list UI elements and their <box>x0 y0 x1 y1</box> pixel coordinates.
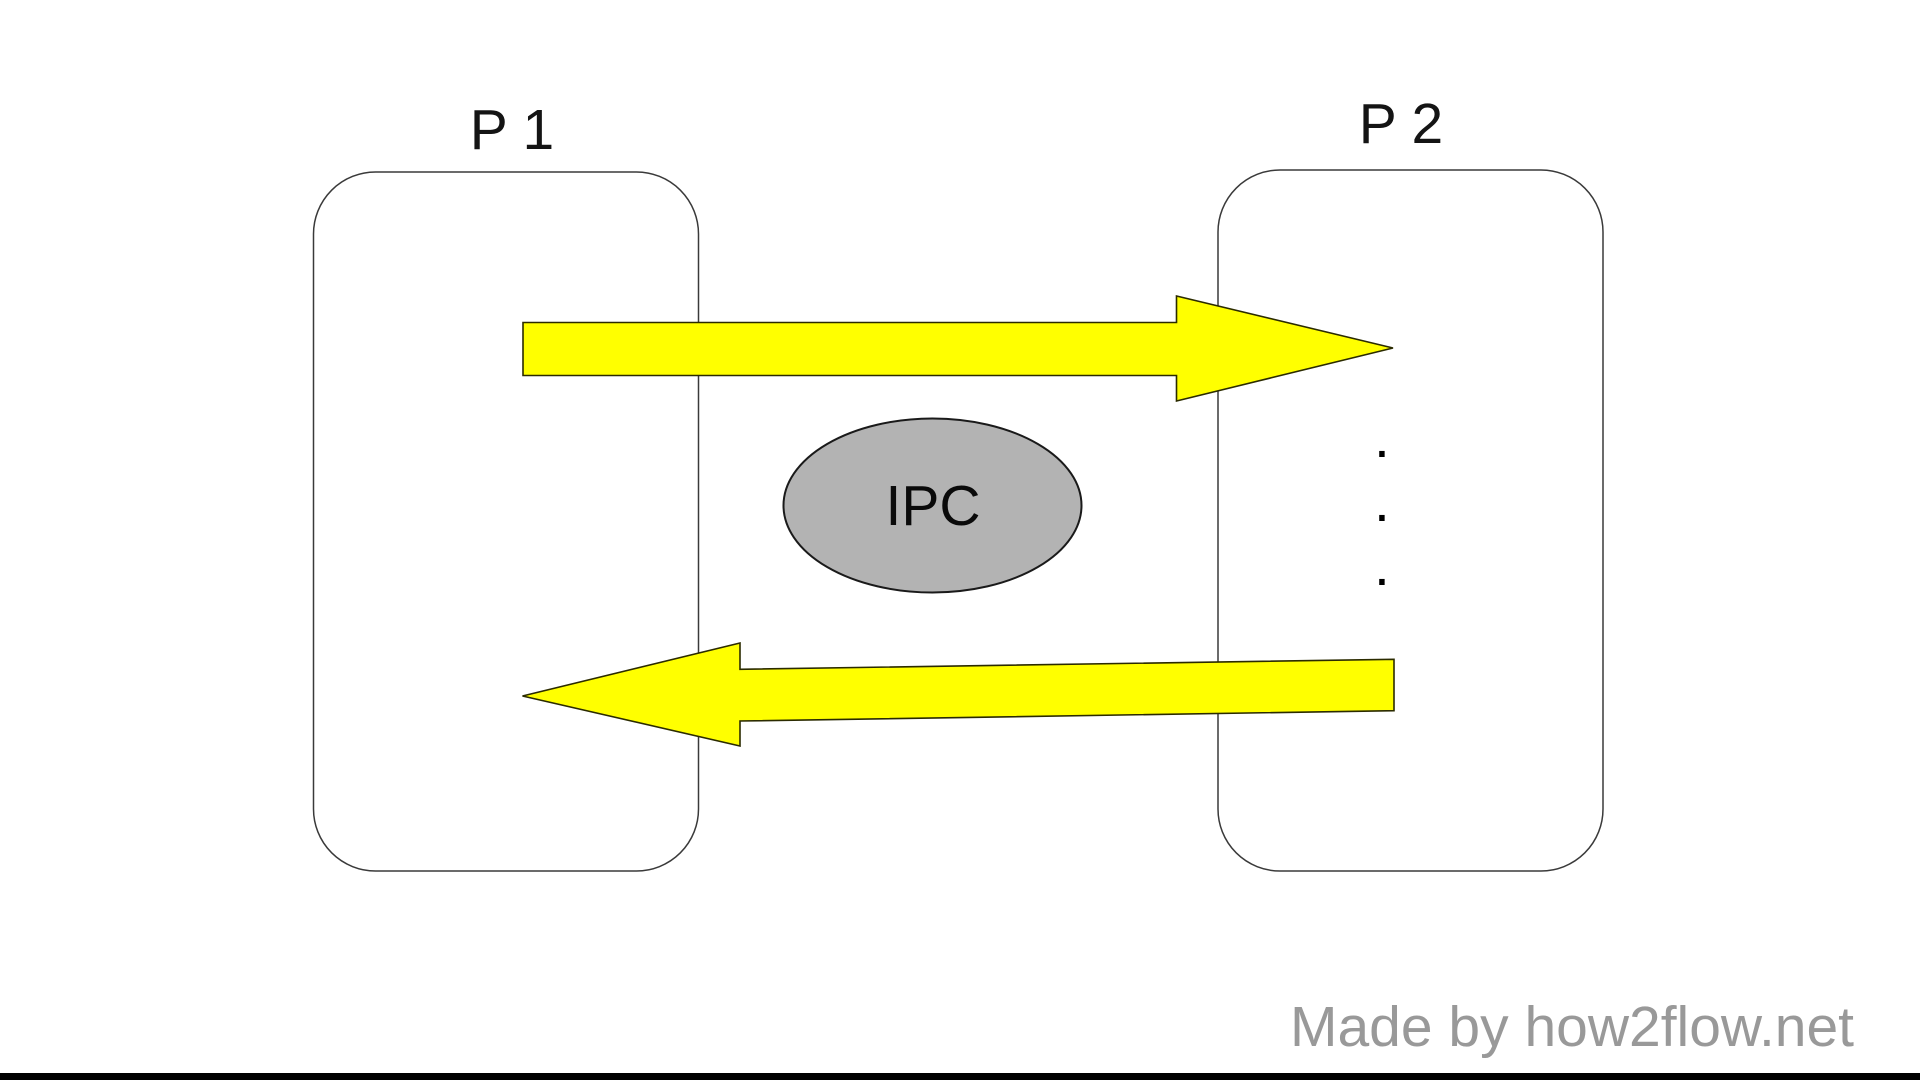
arrow-p1-to-p2 <box>522 294 1394 403</box>
process-1-box <box>312 171 700 872</box>
bottom-bar <box>0 1073 1920 1080</box>
dot: . <box>1374 406 1390 470</box>
watermark-credit: Made by how2flow.net <box>1290 995 1855 1059</box>
arrow-p2-to-p1 <box>522 641 1395 748</box>
process-1-label: P 1 <box>469 98 555 162</box>
dot: . <box>1374 534 1390 598</box>
continuation-dots: . . . <box>1374 406 1390 598</box>
process-2-label: P 2 <box>1358 92 1444 156</box>
ipc-ellipse <box>782 417 1083 594</box>
process-2-box <box>1217 169 1604 872</box>
dot: . <box>1374 470 1390 534</box>
ipc-label: IPC <box>885 474 981 538</box>
